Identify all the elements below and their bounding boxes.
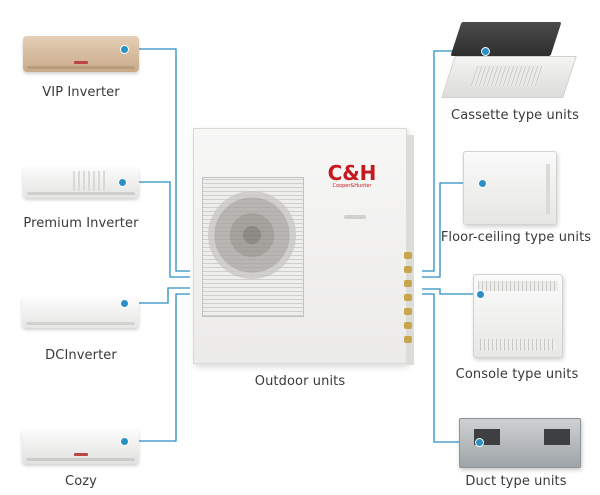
service-valve-icon	[404, 280, 412, 287]
console-unit	[473, 274, 563, 358]
connector-cozy	[124, 293, 190, 442]
connector-node-floor-ceiling	[478, 179, 487, 188]
brand-mark-icon	[74, 61, 88, 64]
cassette-unit	[441, 18, 577, 98]
stripe-decoration-icon	[73, 171, 107, 191]
service-valve-icon	[404, 294, 412, 301]
connector-node-cozy	[120, 437, 129, 446]
floor-ceiling-unit	[463, 151, 557, 225]
dcinverter-unit	[22, 296, 139, 328]
service-valve-icon	[404, 336, 412, 343]
cozy-unit	[22, 428, 139, 464]
brand-logo-subtext: Cooper&Hunter	[332, 183, 372, 189]
connector-duct	[422, 293, 478, 443]
connector-node-premium-inverter	[118, 178, 127, 187]
label-premium-inverter: Premium Inverter	[23, 216, 139, 231]
brand-logo-text: C&H	[327, 161, 377, 185]
label-floor-ceiling: Floor-ceiling type units	[440, 230, 592, 245]
connector-console	[422, 288, 479, 295]
label-cozy: Cozy	[65, 474, 97, 489]
vip-inverter-unit	[23, 36, 139, 72]
service-valve-icon	[404, 322, 412, 329]
label-vip-inverter: VIP Inverter	[42, 85, 120, 100]
handle	[344, 215, 366, 219]
premium-inverter-unit	[23, 167, 139, 198]
connector-premium-inverter	[124, 181, 190, 278]
connector-vip-inverter	[124, 48, 190, 272]
outdoor-unit: C&H Cooper&Hunter	[193, 128, 414, 365]
connector-node-console	[476, 290, 485, 299]
label-dcinverter: DCInverter	[45, 348, 117, 363]
connector-node-vip-inverter	[120, 45, 129, 54]
label-cassette: Cassette type units	[451, 108, 579, 123]
connector-node-cassette	[481, 47, 490, 56]
connector-floor-ceiling	[422, 182, 481, 278]
label-duct: Duct type units	[465, 474, 567, 489]
label-console: Console type units	[455, 367, 579, 382]
connector-dcinverter	[124, 287, 190, 304]
connector-node-duct	[475, 438, 484, 447]
service-valve-icon	[404, 308, 412, 315]
fan-icon	[208, 191, 296, 279]
brand-logo: C&H Cooper&Hunter	[322, 161, 382, 189]
service-valve-icon	[404, 252, 412, 259]
connector-node-dcinverter	[120, 299, 129, 308]
brand-mark-icon	[73, 453, 88, 456]
service-valve-icon	[404, 266, 412, 273]
label-outdoor-units: Outdoor units	[254, 374, 346, 389]
